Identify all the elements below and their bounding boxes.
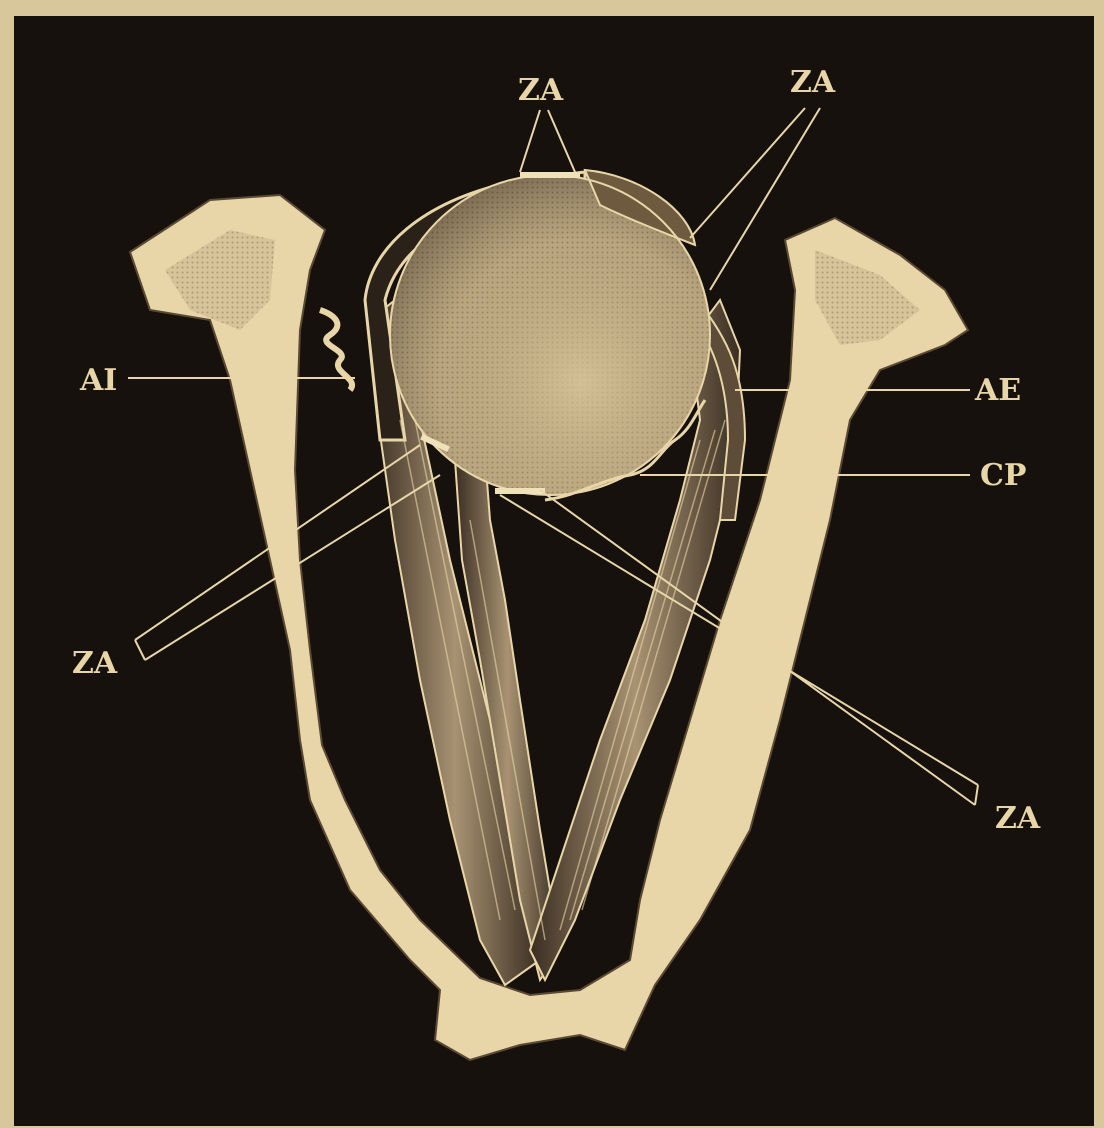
label-ai: AI xyxy=(79,363,117,398)
label-cp: CP xyxy=(980,458,1026,493)
insertion-mark-bottom xyxy=(495,488,545,494)
insertion-mark-top xyxy=(520,172,580,178)
label-za-right: ZA xyxy=(995,801,1041,836)
label-za-top-right: ZA xyxy=(790,65,836,100)
label-za-left: ZA xyxy=(72,646,118,681)
label-za-top-center: ZA xyxy=(518,73,564,108)
label-ae: AE xyxy=(974,373,1021,408)
